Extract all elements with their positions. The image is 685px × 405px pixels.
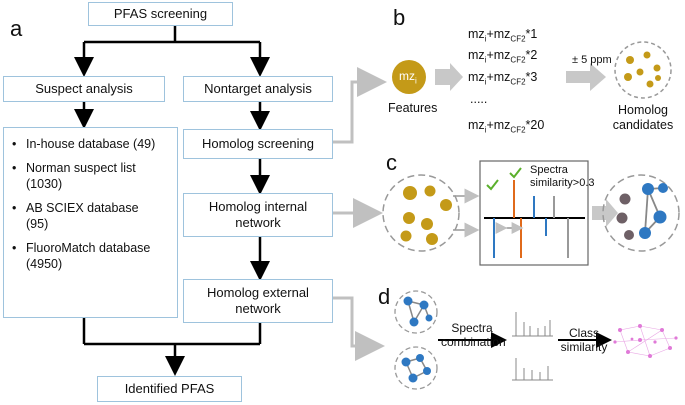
grey-connectors [333, 67, 387, 361]
panel-label-a: a [10, 16, 23, 41]
check-icons [486, 167, 522, 191]
class-similarity-label: Class similarity [560, 326, 608, 354]
homolog-screening-box: Homolog screening [183, 129, 333, 159]
arrow-to-candidates [566, 63, 606, 91]
candidate-dots [624, 51, 661, 88]
feature-node [392, 60, 426, 94]
homolog-external-network-box: Homolog external network [183, 279, 333, 323]
c-feature-circle [382, 174, 460, 252]
nontarget-analysis-box: Nontarget analysis [183, 76, 333, 102]
flow-lines [74, 25, 270, 376]
homolog-candidates-label: Homolog candidates [612, 103, 674, 132]
panel-label-b: b [393, 5, 406, 30]
spectra-combination-label: Spectra combination [441, 321, 506, 349]
panel-d-graphics [394, 290, 678, 390]
d-spectrum-1 [512, 312, 553, 337]
database-item: AB SCIEX database (95) [12, 200, 156, 232]
d-class-network [614, 325, 677, 357]
spectra-similarity-label: Spectra similarity>0.3 [530, 164, 595, 189]
d-network-nodes [401, 296, 433, 383]
d-network-circle-1 [394, 290, 438, 334]
homolog-internal-network-box: Homolog internal network [183, 193, 333, 237]
formula-2: mzi+mzCF2*2 [468, 48, 538, 65]
panel-c-graphics [382, 160, 680, 266]
formula-ellipsis: ..... [470, 92, 488, 106]
panel-b-graphics [392, 41, 672, 99]
pfas-screening-box: PFAS screening [88, 2, 233, 26]
database-item: FluoroMatch database (4950) [12, 240, 166, 272]
c-network-nodes [616, 183, 668, 240]
feature-node-label: mzi [399, 69, 417, 86]
database-item: In-house database (49) [12, 136, 177, 152]
suspect-analysis-box: Suspect analysis [3, 76, 165, 102]
formula-3: mzi+mzCF2*3 [468, 70, 538, 87]
candidates-circle [614, 41, 672, 99]
formula-1: mzi+mzCF2*1 [468, 27, 538, 44]
c-network-circle [602, 174, 680, 252]
formula-20: mzi+mzCF2*20 [468, 118, 545, 135]
d-spectrum-2 [512, 358, 553, 381]
panel-label-d: d [378, 284, 391, 309]
tolerance-label: ± 5 ppm [572, 54, 612, 66]
suspect-database-list: In-house database (49) Norman suspect li… [3, 127, 178, 318]
arrow-to-network [592, 199, 618, 227]
features-label: Features [388, 101, 438, 115]
panel-label-c: c [386, 150, 397, 175]
d-class-nodes [613, 324, 678, 358]
arrow-to-formulas [435, 63, 463, 91]
c-gold-dots [400, 185, 452, 245]
database-item: Norman suspect list (1030) [12, 160, 166, 192]
identified-pfas-box: Identified PFAS [97, 376, 242, 402]
d-network-edges [405, 300, 430, 379]
d-network-circle-2 [394, 346, 438, 390]
